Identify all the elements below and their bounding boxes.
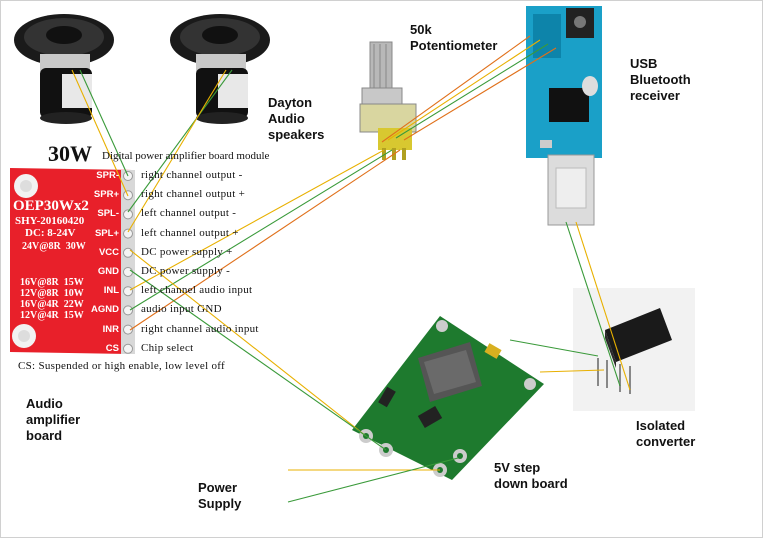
wire-speaker-left-green: [79, 69, 129, 177]
amp-model: OEP30Wx2: [13, 198, 89, 214]
amp-spec-4: 12V@4R 15W: [20, 310, 84, 321]
amp-spec-3: 16V@4R 22W: [20, 299, 84, 310]
amp-pin-code: AGND: [91, 304, 119, 316]
wire-bt-pot-3: [403, 47, 557, 141]
label-isolated: Isolated converter: [636, 418, 696, 449]
label-speakers: Dayton Audio speakers: [268, 95, 325, 142]
amp-pin-pad: [123, 305, 133, 316]
amp-pin-description: right channel output -: [141, 169, 243, 181]
label-amplifier: Audio amplifier board: [26, 396, 81, 443]
amp-pin-description: DC power supply +: [141, 245, 233, 258]
wire-pot-inl: [129, 149, 385, 291]
wire-speaker-right-yellow: [127, 69, 227, 233]
label-power: Power Supply: [198, 480, 242, 511]
amp-pin-code: VCC: [98, 246, 119, 258]
amp-pin-pad: [123, 209, 133, 220]
wire-speaker-right-green: [127, 69, 233, 213]
potentiometer: [359, 41, 417, 160]
wire-bt-pot-4: [381, 35, 531, 143]
wire-bt-pot-1: [387, 39, 541, 141]
wire-pot-inr: [129, 149, 401, 331]
amp-pin-description: right channel output +: [141, 188, 246, 201]
amp-pin-description: audio input GND: [141, 303, 222, 316]
amp-pin-description: left channel audio input: [141, 284, 253, 297]
amp-pin-description: Chip select: [141, 341, 194, 354]
amp-pin-description: right channel audio input: [141, 322, 259, 335]
wire-usb-iso-1: [565, 221, 621, 387]
label-potentiometer: 50k Potentiometer: [410, 22, 498, 53]
amp-pin-pad: [123, 324, 133, 335]
wire-bt-pot-2: [395, 43, 549, 139]
bluetooth-receiver: [526, 6, 602, 226]
amp-pin-description: left channel output -: [141, 207, 237, 220]
amp-pin-pad: [123, 343, 133, 354]
wire-iso-step-1: [509, 339, 599, 357]
amp-pin-pad: [123, 228, 133, 239]
amp-pin-pad: [123, 286, 133, 297]
wire-pot-agnd: [129, 149, 393, 311]
amp-voltage: DC: 8-24V: [25, 227, 76, 239]
wire-power-green: [287, 457, 459, 503]
amp-rating: 24V@8R 30W: [22, 241, 86, 252]
amp-pin-code: INR: [102, 323, 119, 335]
amp-pin-code: GND: [97, 266, 119, 277]
label-stepdown: 5V step down board: [494, 460, 568, 491]
amp-pin-description: DC power supply -: [141, 265, 231, 277]
amp-spec-2: 12V@8R 10W: [20, 288, 84, 299]
amp-spec-1: 16V@8R 15W: [20, 277, 84, 288]
amp-pin-code: SPR+: [93, 189, 119, 201]
label-bluetooth: USB Bluetooth receiver: [630, 56, 691, 103]
wire-usb-iso-2: [575, 221, 631, 391]
amp-footnote: CS: Suspended or high enable, low level …: [18, 360, 226, 372]
wire-vcc-step: [129, 249, 367, 437]
amp-pin-code: SPR-: [96, 170, 119, 181]
amp-pin-code: INL: [103, 285, 119, 297]
amp-code: SHY-20160420: [15, 215, 85, 227]
stepdown-board: [352, 316, 544, 480]
isolated-converter: [573, 288, 695, 411]
wires: [71, 35, 631, 503]
amp-pin-code: CS: [105, 342, 119, 354]
amp-pin-code: SPL-: [97, 208, 119, 220]
wire-iso-step-2: [539, 369, 605, 373]
amp-pin-pad: [123, 267, 133, 277]
speaker-right: [170, 14, 270, 124]
amp-pin-description: left channel output +: [141, 226, 239, 239]
amp-power-rating: 30W: [48, 141, 92, 166]
amp-header-text: Digital power amplifier board module: [102, 150, 270, 162]
amp-pin-pad: [123, 247, 133, 258]
wire-speaker-left-yellow: [71, 69, 129, 197]
amp-pin-code: SPL+: [94, 227, 119, 239]
speaker-left: [14, 14, 114, 124]
wire-gnd-step: [129, 269, 387, 451]
